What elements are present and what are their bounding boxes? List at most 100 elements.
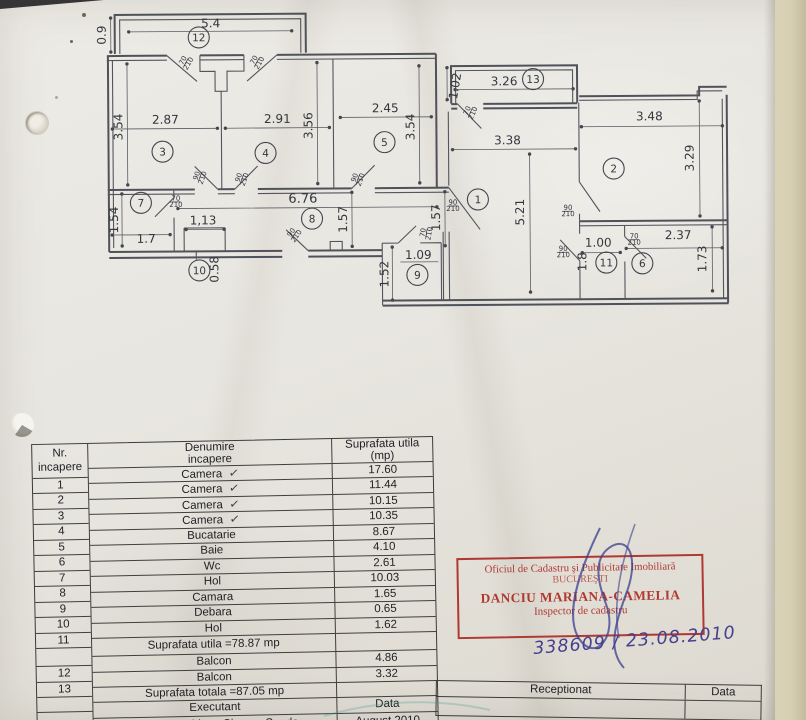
room-name: Bucatarie xyxy=(187,528,236,542)
dim-room3-width: 2.87 xyxy=(152,113,179,127)
area-value: 17.60 xyxy=(368,463,398,476)
room-number: 10 xyxy=(193,265,206,277)
room-number: 9 xyxy=(414,270,421,282)
dim-wc-width: 1.7 xyxy=(137,232,156,246)
dim-room4-width: 2.91 xyxy=(264,112,291,126)
door-size-label: 90210 xyxy=(349,170,367,187)
header-line: incapere xyxy=(37,461,83,474)
dim-room4-height: 3.56 xyxy=(301,112,315,139)
dim-baie-height: 1.73 xyxy=(695,246,709,273)
row-number: 9 xyxy=(35,601,91,619)
row-number: 2 xyxy=(33,492,89,510)
dim-room5-width: 2.45 xyxy=(372,101,399,115)
handwritten-check: ✓ xyxy=(228,480,241,496)
room-name: Balcon xyxy=(196,655,232,668)
receptionat-date-cell xyxy=(685,701,760,720)
dim-hol11-height: 1.8 xyxy=(575,252,589,271)
empty-cell xyxy=(37,696,93,713)
room-name: Wc xyxy=(203,559,221,573)
row-number: 12 xyxy=(36,665,92,683)
handwritten-check: ✓ xyxy=(228,495,241,512)
subtotal-empty-cell xyxy=(336,632,436,651)
dim-camara-width: 1.09 xyxy=(405,248,432,262)
dim-room2-height: 3.29 xyxy=(683,145,697,172)
room-number: 8 xyxy=(309,213,316,225)
dim-room2-width: 3.48 xyxy=(636,109,663,123)
page-corner-shadow xyxy=(0,0,104,9)
dim-hol11-width: 1.00 xyxy=(585,236,612,250)
dust-speck xyxy=(55,96,58,99)
plan-walls xyxy=(106,12,730,307)
dim-room1-height: 5.21 xyxy=(513,199,527,226)
receptionat-data-label: Data xyxy=(711,686,736,699)
room-number: 1 xyxy=(475,194,482,206)
row-number: 5 xyxy=(34,539,90,557)
row-number: 7 xyxy=(34,570,90,588)
room-name: Balcon xyxy=(196,670,233,684)
dim-balcony12-depth: 0.9 xyxy=(95,26,109,45)
arc-stroke xyxy=(323,701,491,717)
plan-dimension-lines xyxy=(108,16,725,302)
room-number: 13 xyxy=(526,74,539,86)
area-value: 1.62 xyxy=(374,618,398,631)
floor-plan: 5.4 0.9 2.87 3.54 2.91 3.56 2.45 3.54 3.… xyxy=(95,12,730,307)
room-name: Camera xyxy=(182,514,224,528)
col-header-denumire: Denumire incapere xyxy=(88,439,333,468)
door-size-label: 70210 xyxy=(176,53,195,72)
dim-debara-depth: 0.58 xyxy=(207,256,221,283)
door-size-label: 70210 xyxy=(461,103,480,121)
area-value: 0.65 xyxy=(374,602,397,616)
spacer-cell xyxy=(36,647,92,667)
faint-stamp-arc xyxy=(323,701,491,717)
dim-wc-height: 1.54 xyxy=(107,207,121,234)
room-number: 6 xyxy=(639,258,646,270)
col-header-nr: Nr. incapere xyxy=(32,443,88,479)
area-value: 10.15 xyxy=(368,494,398,507)
room-number: 12 xyxy=(192,32,205,44)
room-name: Camera xyxy=(181,467,223,481)
paper-edge-shadow xyxy=(764,0,776,720)
dim-room5-height: 3.54 xyxy=(403,114,417,141)
plan-dimension-labels: 5.4 0.9 2.87 3.54 2.91 3.56 2.45 3.54 3.… xyxy=(95,16,710,288)
room-number: 11 xyxy=(600,257,613,269)
area-value: 8.67 xyxy=(372,525,396,538)
area-value: 10.35 xyxy=(369,509,399,523)
door-size-label: 70210 xyxy=(247,52,266,71)
room-name: Camara xyxy=(192,590,234,604)
door-size-label: 70210 xyxy=(418,225,434,241)
room-name: Hol xyxy=(204,621,223,635)
dim-camara-height: 1.52 xyxy=(377,261,391,288)
area-value: 4.86 xyxy=(375,651,398,665)
row-number: 4 xyxy=(33,523,90,541)
room-name: Camera xyxy=(181,483,223,497)
dim-room1-width: 3.38 xyxy=(494,133,521,147)
header-line: Nr. xyxy=(52,447,68,460)
row-number: 3 xyxy=(33,508,89,526)
door-size-label: 90210 xyxy=(284,225,303,244)
dim-balcony13-depth: 1.02 xyxy=(446,72,464,101)
empty-cell xyxy=(37,712,92,720)
dim-debara-width: 1,13 xyxy=(190,213,217,227)
dim-baie-width: 2.37 xyxy=(665,228,692,242)
handwritten-check: ✓ xyxy=(228,464,241,481)
dim-hall-width: 1.57 xyxy=(336,206,350,233)
room-number: 4 xyxy=(262,148,269,160)
room-name: Hol xyxy=(203,575,222,588)
floor-plan-drawing: 5.4 0.9 2.87 3.54 2.91 3.56 2.45 3.54 3.… xyxy=(95,12,730,307)
dim-balcony13-width: 3.26 xyxy=(491,74,518,88)
table-main: Denumire incapere Suprafata utila (mp) C… xyxy=(88,437,438,720)
door-size-label: 90210 xyxy=(191,168,209,185)
dim-balcony12-width: 5.4 xyxy=(201,16,220,30)
room-number: 5 xyxy=(381,137,388,149)
row-number: 8 xyxy=(34,585,91,603)
